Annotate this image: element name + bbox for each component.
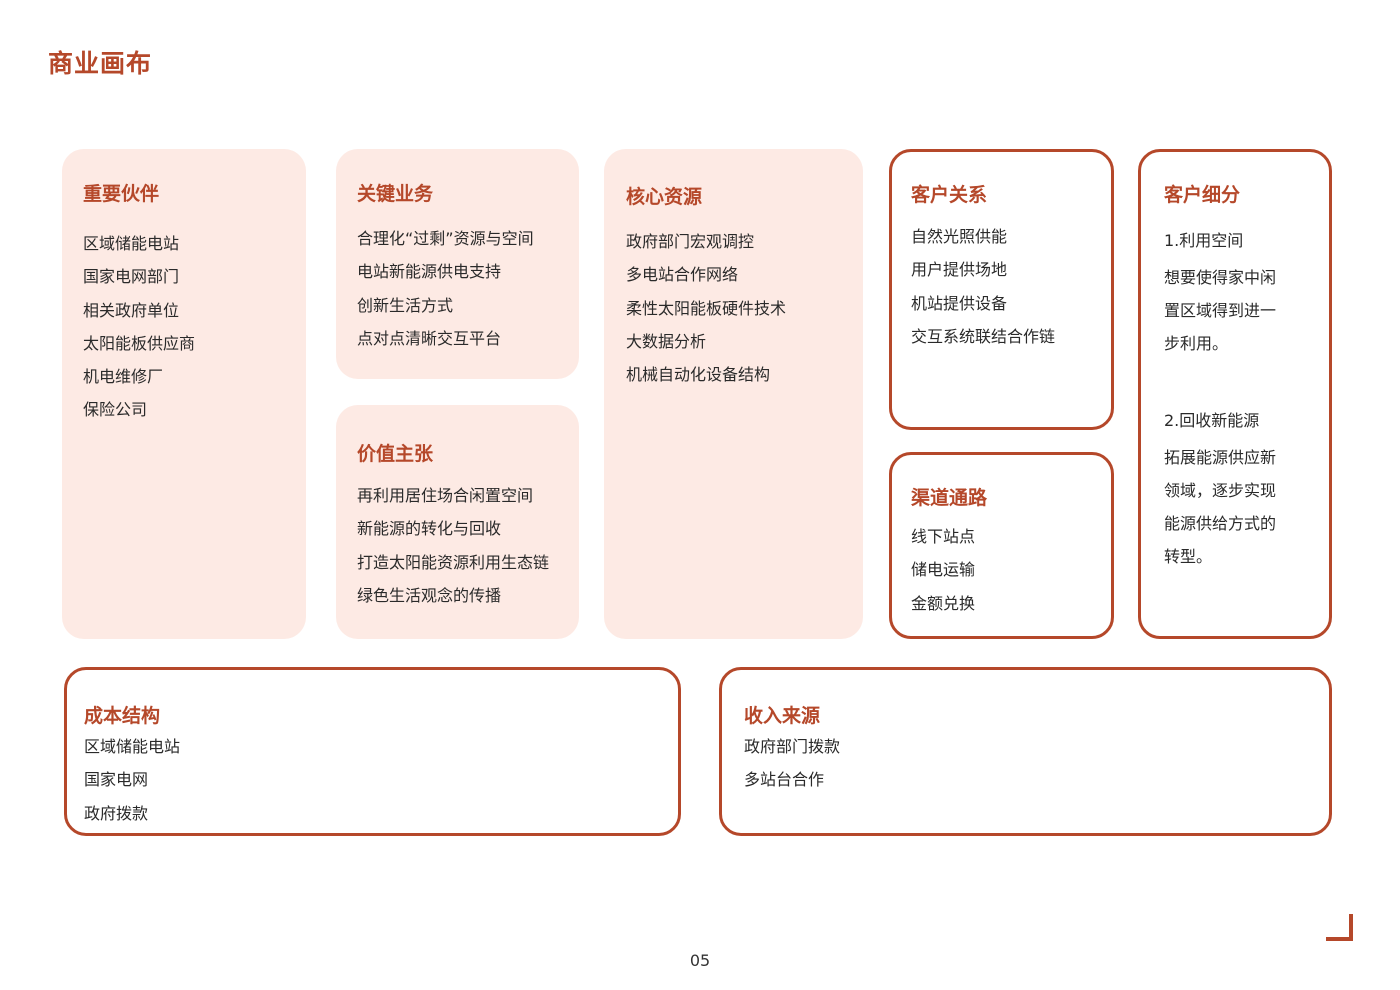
key-partners-title: 重要伙伴 (83, 183, 160, 205)
list-item: 金额兑换 (911, 593, 976, 613)
list-item: 多站台合作 (744, 770, 825, 790)
list-item: 机站提供设备 (911, 293, 1008, 313)
channels-list: 线下站点 储电运输 金额兑换 (911, 520, 975, 620)
key-partners-card: 重要伙伴 区域储能电站 国家电网部门 相关政府单位 太阳能板供应商 机电维修厂 … (62, 149, 306, 639)
list-item: 政府拨款 (84, 803, 149, 823)
revenue-streams-card: 收入来源 政府部门拨款 多站台合作 (719, 667, 1332, 836)
list-item: 储电运输 (911, 560, 976, 580)
segment-line: 能源供给方式的 (1164, 514, 1277, 533)
page-title: 商业画布 (48, 49, 153, 78)
segment-line: 拓展能源供应新 (1164, 448, 1277, 467)
segment-line: 领域，逐步实现 (1164, 481, 1277, 500)
customer-segments-card: 客户细分 1.利用空间 想要使得家中闲 置区域得到进一 步利用。 2.回收新能源… (1138, 149, 1332, 639)
list-item: 政府部门宏观调控 (626, 232, 755, 251)
value-propositions-title: 价值主张 (357, 443, 434, 465)
key-resources-card: 核心资源 政府部门宏观调控 多电站合作网络 柔性太阳能板硬件技术 大数据分析 机… (604, 149, 863, 639)
cost-structure-title: 成本结构 (84, 705, 161, 727)
segment-description: 想要使得家中闲 置区域得到进一 步利用。 (1164, 261, 1276, 360)
value-propositions-card: 价值主张 再利用居住场合闲置空间 新能源的转化与回收 打造太阳能资源利用生态链 … (336, 405, 579, 639)
list-item: 点对点清晰交互平台 (357, 328, 502, 348)
list-item: 新能源的转化与回收 (357, 519, 502, 539)
list-item: 机电维修厂 (83, 367, 164, 387)
key-partners-list: 区域储能电站 国家电网部门 相关政府单位 太阳能板供应商 机电维修厂 保险公司 (83, 227, 195, 427)
key-resources-list: 政府部门宏观调控 多电站合作网络 柔性太阳能板硬件技术 大数据分析 机械自动化设… (626, 225, 786, 391)
segment-heading: 2.回收新能源 (1164, 411, 1260, 430)
list-item: 交互系统联结合作链 (911, 326, 1056, 346)
segment-heading: 1.利用空间 (1164, 231, 1244, 250)
list-item: 区域储能电站 (84, 737, 181, 756)
customer-relationships-title: 客户关系 (911, 184, 988, 206)
list-item: 太阳能板供应商 (83, 333, 196, 353)
list-item: 线下站点 (911, 527, 976, 546)
segment-line: 想要使得家中闲 (1164, 268, 1277, 287)
segment-description: 拓展能源供应新 领域，逐步实现 能源供给方式的 转型。 (1164, 441, 1276, 573)
key-activities-list: 合理化“过剩”资源与空间 电站新能源供电支持 创新生活方式 点对点清晰交互平台 (357, 222, 534, 355)
customer-segments-title: 客户细分 (1164, 184, 1241, 206)
list-item: 电站新能源供电支持 (357, 262, 502, 282)
list-item: 区域储能电站 (83, 234, 180, 253)
page-number: 05 (689, 951, 711, 970)
list-item: 合理化“过剩”资源与空间 (357, 229, 534, 248)
revenue-streams-title: 收入来源 (744, 705, 821, 727)
segment-line: 置区域得到进一 (1164, 301, 1277, 320)
key-activities-title: 关键业务 (357, 183, 434, 205)
key-activities-card: 关键业务 合理化“过剩”资源与空间 电站新能源供电支持 创新生活方式 点对点清晰… (336, 149, 579, 379)
channels-card: 渠道通路 线下站点 储电运输 金额兑换 (889, 452, 1114, 639)
cost-structure-card: 成本结构 区域储能电站 国家电网 政府拨款 (64, 667, 681, 836)
list-item: 自然光照供能 (911, 227, 1008, 246)
list-item: 多电站合作网络 (626, 265, 739, 285)
list-item: 柔性太阳能板硬件技术 (626, 298, 787, 318)
segment-line: 转型。 (1164, 547, 1213, 566)
corner-bracket-decoration (1326, 914, 1353, 941)
customer-relationships-card: 客户关系 自然光照供能 用户提供场地 机站提供设备 交互系统联结合作链 (889, 149, 1114, 430)
list-item: 保险公司 (83, 400, 148, 420)
list-item: 政府部门拨款 (744, 737, 841, 756)
list-item: 相关政府单位 (83, 300, 180, 320)
list-item: 机械自动化设备结构 (626, 365, 771, 385)
list-item: 用户提供场地 (911, 260, 1008, 280)
key-resources-title: 核心资源 (626, 186, 703, 208)
channels-title: 渠道通路 (911, 487, 988, 509)
list-item: 国家电网部门 (83, 267, 180, 287)
list-item: 绿色生活观念的传播 (357, 585, 502, 605)
list-item: 大数据分析 (626, 331, 707, 351)
revenue-streams-list: 政府部门拨款 多站台合作 (744, 730, 840, 797)
list-item: 国家电网 (84, 770, 149, 790)
customer-relationships-list: 自然光照供能 用户提供场地 机站提供设备 交互系统联结合作链 (911, 220, 1055, 353)
segment-line: 步利用。 (1164, 334, 1229, 353)
list-item: 打造太阳能资源利用生态链 (357, 552, 550, 572)
cost-structure-list: 区域储能电站 国家电网 政府拨款 (84, 730, 180, 830)
list-item: 再利用居住场合闲置空间 (357, 486, 534, 505)
value-propositions-list: 再利用居住场合闲置空间 新能源的转化与回收 打造太阳能资源利用生态链 绿色生活观… (357, 479, 549, 612)
list-item: 创新生活方式 (357, 295, 454, 315)
